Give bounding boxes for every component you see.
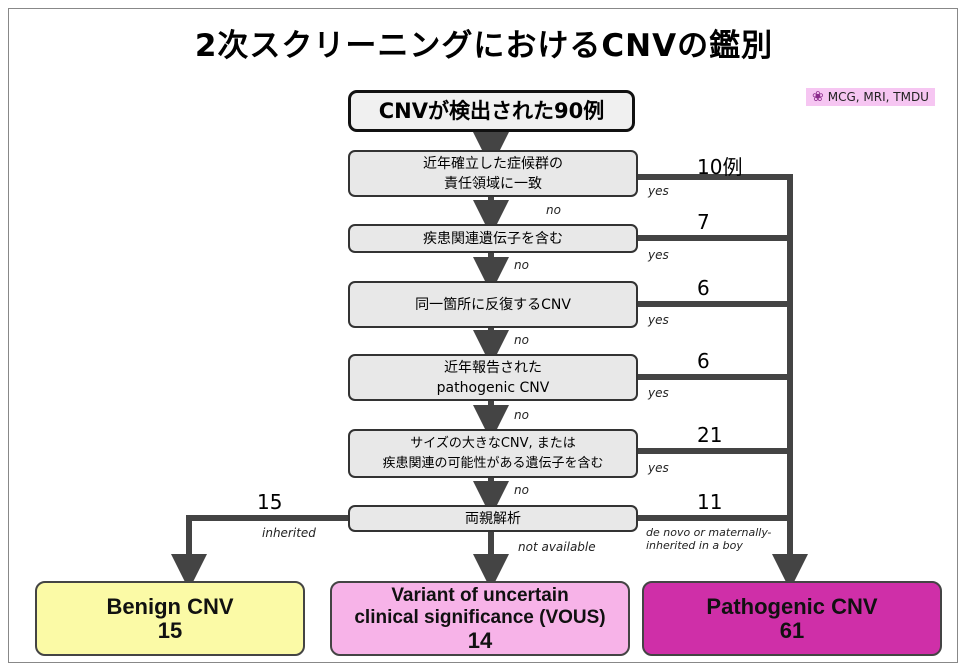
yes-label-2: yes [648, 248, 669, 262]
yes-label-3: yes [648, 313, 669, 327]
count-4: 6 [697, 349, 710, 373]
benign-result-box: Benign CNV 15 [35, 581, 305, 656]
step-4-box: 近年報告された pathogenic CNV [348, 354, 638, 401]
count-3: 6 [697, 276, 710, 300]
vous-name-line-1: Variant of uncertain [391, 584, 569, 606]
vous-name-line-2: clinical significance (VOUS) [354, 606, 606, 628]
no-label-3: no [514, 333, 529, 347]
no-label-1: no [546, 203, 561, 217]
vous-result-box: Variant of uncertain clinical significan… [330, 581, 630, 656]
parent-analysis-box: 両親解析 [348, 505, 638, 532]
count-1: 10例 [697, 155, 743, 179]
step-2-box: 疾患関連遺伝子を含む [348, 224, 638, 253]
pathogenic-name: Pathogenic CNV [706, 593, 878, 619]
count-6: 11 [697, 490, 723, 514]
start-label: CNVが検出された90例 [378, 99, 605, 123]
count-inherited: 15 [257, 490, 283, 514]
step-1-line-1: 近年確立した症候群の [423, 155, 563, 172]
de-novo-line-2: inherited in a boy [646, 539, 743, 552]
step-3-box: 同一箇所に反復するCNV [348, 281, 638, 328]
step-5-box: サイズの大きなCNV, または 疾患関連の可能性がある遺伝子を含む [348, 429, 638, 478]
yes-label-4: yes [648, 386, 669, 400]
flower-icon: ❀ [812, 89, 824, 105]
slide-title: 2次スクリーニングにおけるCNVの鑑別 [194, 28, 774, 64]
count-2: 7 [697, 210, 710, 234]
benign-count: 15 [157, 617, 183, 643]
pathogenic-count: 61 [779, 617, 805, 643]
no-label-5: no [514, 483, 529, 497]
inherited-label: inherited [262, 526, 316, 540]
yes-label-5: yes [648, 461, 669, 475]
step-5-line-1: サイズの大きなCNV, または [410, 435, 576, 451]
slide-frame [8, 8, 958, 663]
de-novo-line-1: de novo or maternally- [646, 526, 772, 539]
no-label-4: no [514, 408, 529, 422]
pathogenic-result-box: Pathogenic CNV 61 [642, 581, 942, 656]
step-3-label: 同一箇所に反復するCNV [415, 296, 571, 313]
de-novo-label: de novo or maternally- inherited in a bo… [646, 526, 771, 552]
parent-analysis-label: 両親解析 [465, 510, 521, 527]
no-label-2: no [514, 258, 529, 272]
step-1-line-2: 責任領域に一致 [444, 175, 542, 192]
count-5: 21 [697, 423, 723, 447]
credit-text: MCG, MRI, TMDU [827, 90, 929, 104]
step-4-line-2: pathogenic CNV [436, 379, 550, 396]
vous-count: 14 [467, 627, 493, 653]
step-5-line-2: 疾患関連の可能性がある遺伝子を含む [382, 455, 604, 471]
yes-label-1: yes [648, 184, 669, 198]
benign-name: Benign CNV [106, 593, 234, 619]
step-1-box: 近年確立した症候群の 責任領域に一致 [348, 150, 638, 197]
inherited-branch [171, 515, 349, 590]
step-4-line-1: 近年報告された [443, 359, 542, 376]
step-2-label: 疾患関連遺伝子を含む [423, 230, 563, 247]
start-box: CNVが検出された90例 [348, 90, 635, 132]
not-available-label: not available [518, 540, 596, 554]
credit-badge: ❀ MCG, MRI, TMDU [806, 88, 935, 106]
